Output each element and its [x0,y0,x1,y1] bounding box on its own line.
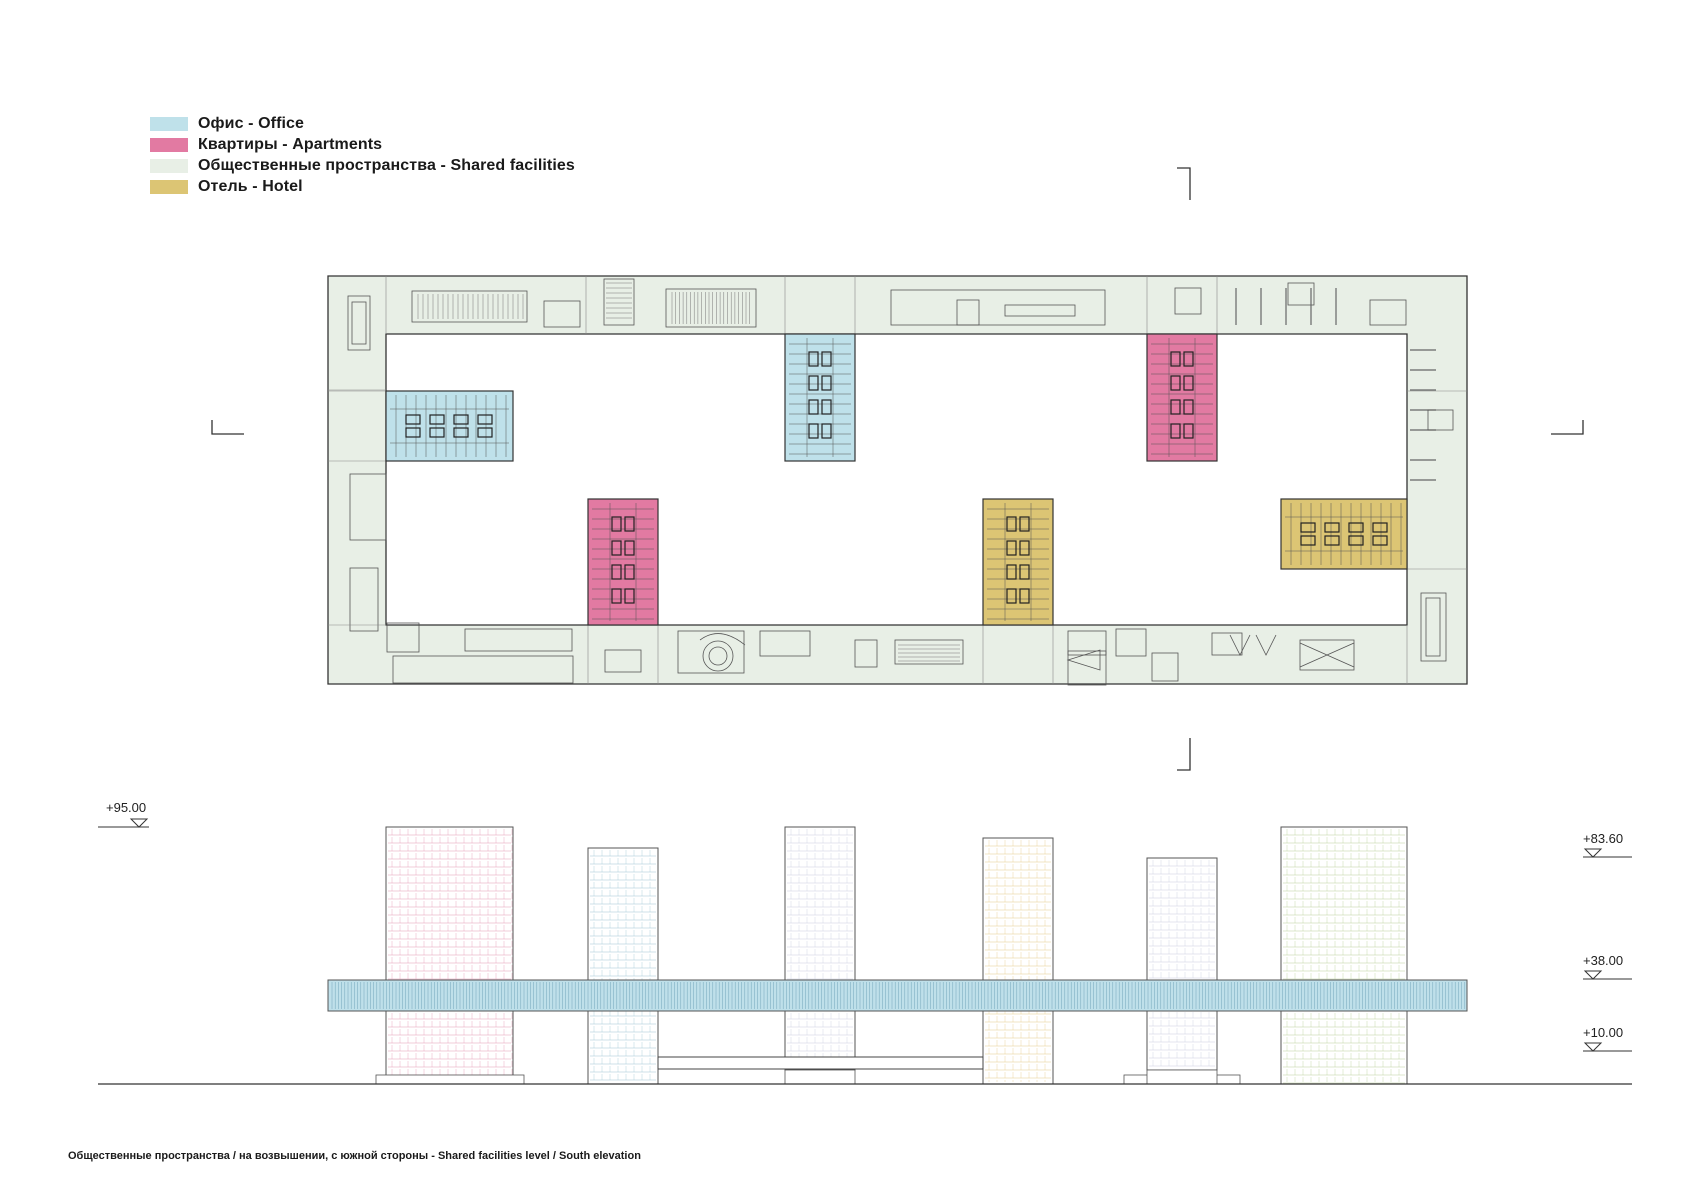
elevation-tower-grey-east [1146,857,1218,1071]
legend-swatch-apartments [150,137,188,152]
legend-item-apartments: Квартиры - Apartments [150,134,575,155]
legend-item-office: Офис - Office [150,113,575,134]
legend-swatch-office [150,116,188,131]
level-marker-right-top: +83.60 [1583,831,1632,858]
plan-furniture-detail [328,276,1467,686]
elevation-tower-apartments [385,826,514,1085]
level-marker-right-mid: +38.00 [1583,953,1632,980]
plan-shared-ring [327,275,1468,685]
elevation-towers [375,826,1408,1085]
plan-tower-apartments-south [587,498,659,626]
level-label-83-60: +83.60 [1583,831,1623,846]
elevation-tower-grey [784,826,856,1071]
section-marker-right [1551,420,1584,435]
legend-label-apartments: Квартиры - Apartments [198,135,383,153]
plan-tower-office-west [385,390,514,462]
elevation-tower-office [587,847,659,1085]
section-marker-left [211,420,244,435]
section-marker-top [1177,167,1191,200]
south-elevation: +95.00 +83.60 +38.00 +10.00 [98,800,1632,1085]
legend-label-office: Офис - Office [198,114,305,132]
legend-swatch-shared [150,158,188,173]
plan-tower-hotel-east [1280,498,1408,570]
legend: Офис - Office Квартиры - Apartments Обще… [150,113,575,197]
plan-towers [385,333,1408,626]
level-marker-left-top: +95.00 [98,800,149,828]
floor-plan [327,275,1468,686]
legend-label-shared: Общественные пространства - Shared facil… [198,156,575,174]
section-markers [211,167,1584,771]
legend-item-hotel: Отель - Hotel [150,176,575,197]
legend-item-shared: Общественные пространства - Shared facil… [150,155,575,176]
drawing-caption: Общественные пространства / на возвышени… [68,1150,641,1162]
elevation-shared-bridge [327,979,1468,1012]
level-label-38: +38.00 [1583,953,1623,968]
elevation-tower-hotel [982,837,1054,1085]
level-marker-right-low: +10.00 [1583,1025,1632,1052]
section-marker-bottom [1177,738,1191,771]
level-label-10: +10.00 [1583,1025,1623,1040]
level-label-95: +95.00 [106,800,146,815]
plan-tower-hotel-south [982,498,1054,626]
legend-swatch-hotel [150,179,188,194]
elevation-tower-green [1280,826,1408,1085]
legend-label-hotel: Отель - Hotel [198,177,303,195]
plan-tower-apartments-north [1146,333,1218,462]
plan-tower-office-north [784,333,856,462]
elevation-low-podium [657,1056,984,1070]
